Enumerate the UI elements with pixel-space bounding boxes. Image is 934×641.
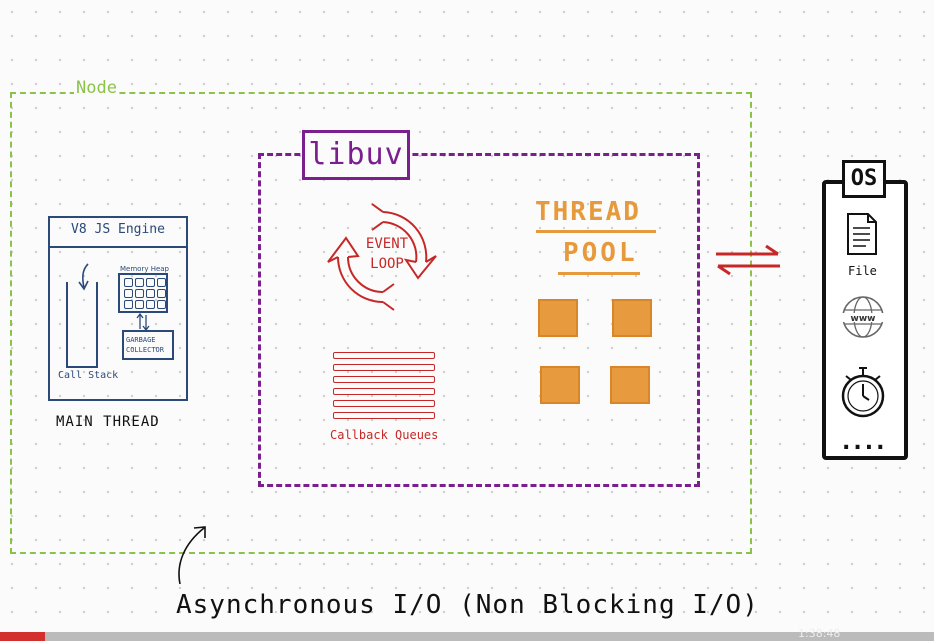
event-loop-line1: EVENT (365, 236, 409, 252)
heap-cell (146, 300, 155, 309)
video-progress-track[interactable] (0, 632, 934, 641)
callback-queue-line (333, 412, 435, 419)
event-loop-label: EVENT LOOP (352, 234, 422, 274)
async-io-caption: Asynchronous I/O (Non Blocking I/O) (176, 590, 759, 620)
v8-title-divider (48, 246, 188, 248)
main-thread-label: MAIN THREAD (56, 414, 160, 430)
memory-heap-label: Memory Heap (120, 265, 169, 273)
gc-link-arrow-icon (136, 313, 150, 331)
call-stack-box (66, 282, 98, 368)
thread-worker (610, 366, 650, 404)
heap-cell (157, 278, 166, 287)
node-boundary (10, 92, 752, 554)
thread-worker (538, 299, 578, 337)
thread-pool-label-line2: POOL (563, 238, 638, 268)
thread-pool-label-line1: THREAD (535, 197, 641, 227)
thread-worker (540, 366, 580, 404)
libuv-boundary (258, 153, 700, 487)
os-more-indicator: .... (842, 430, 888, 455)
thread-worker (612, 299, 652, 337)
v8-engine-box (48, 216, 188, 401)
os-file-label: File (848, 264, 877, 278)
os-label: OS (842, 160, 886, 198)
timer-icon (841, 367, 885, 418)
heap-cell (124, 300, 133, 309)
event-loop-line2: LOOP (370, 256, 404, 272)
memory-heap-box (118, 273, 168, 313)
callback-queues-label: Callback Queues (330, 428, 439, 442)
heap-cell (124, 289, 133, 298)
heap-cell (135, 300, 144, 309)
callback-queue-line (333, 376, 435, 383)
libuv-label: libuv (302, 130, 410, 180)
heap-cell (135, 278, 144, 287)
heap-cell (124, 278, 133, 287)
thread-underline-2 (558, 272, 640, 275)
globe-www-icon: www (842, 296, 884, 338)
bidirectional-arrows-icon (716, 244, 780, 276)
v8-engine-title: V8 JS Engine (71, 222, 165, 237)
video-progress-fill (0, 632, 45, 641)
event-loop-cycle-icon (327, 203, 437, 311)
heap-cell (135, 289, 144, 298)
video-timestamp: 1:38:48 (798, 627, 841, 640)
heap-cell (157, 289, 166, 298)
garbage-collector-box: GARBAGE COLLECTOR (122, 330, 174, 360)
callback-queue-line (333, 400, 435, 407)
caption-pointer-arrow-icon (178, 526, 206, 585)
callback-queue-line (333, 364, 435, 371)
heap-cell (157, 300, 166, 309)
heap-cell (146, 278, 155, 287)
thread-underline-1 (536, 230, 656, 233)
callback-queue-line (333, 352, 435, 359)
svg-text:www: www (851, 314, 876, 324)
file-icon (847, 213, 877, 255)
node-label: Node (74, 78, 119, 98)
call-stack-arrow-icon (78, 263, 89, 291)
callback-queue-line (333, 388, 435, 395)
heap-cell (146, 289, 155, 298)
call-stack-label: Call Stack (58, 370, 119, 381)
